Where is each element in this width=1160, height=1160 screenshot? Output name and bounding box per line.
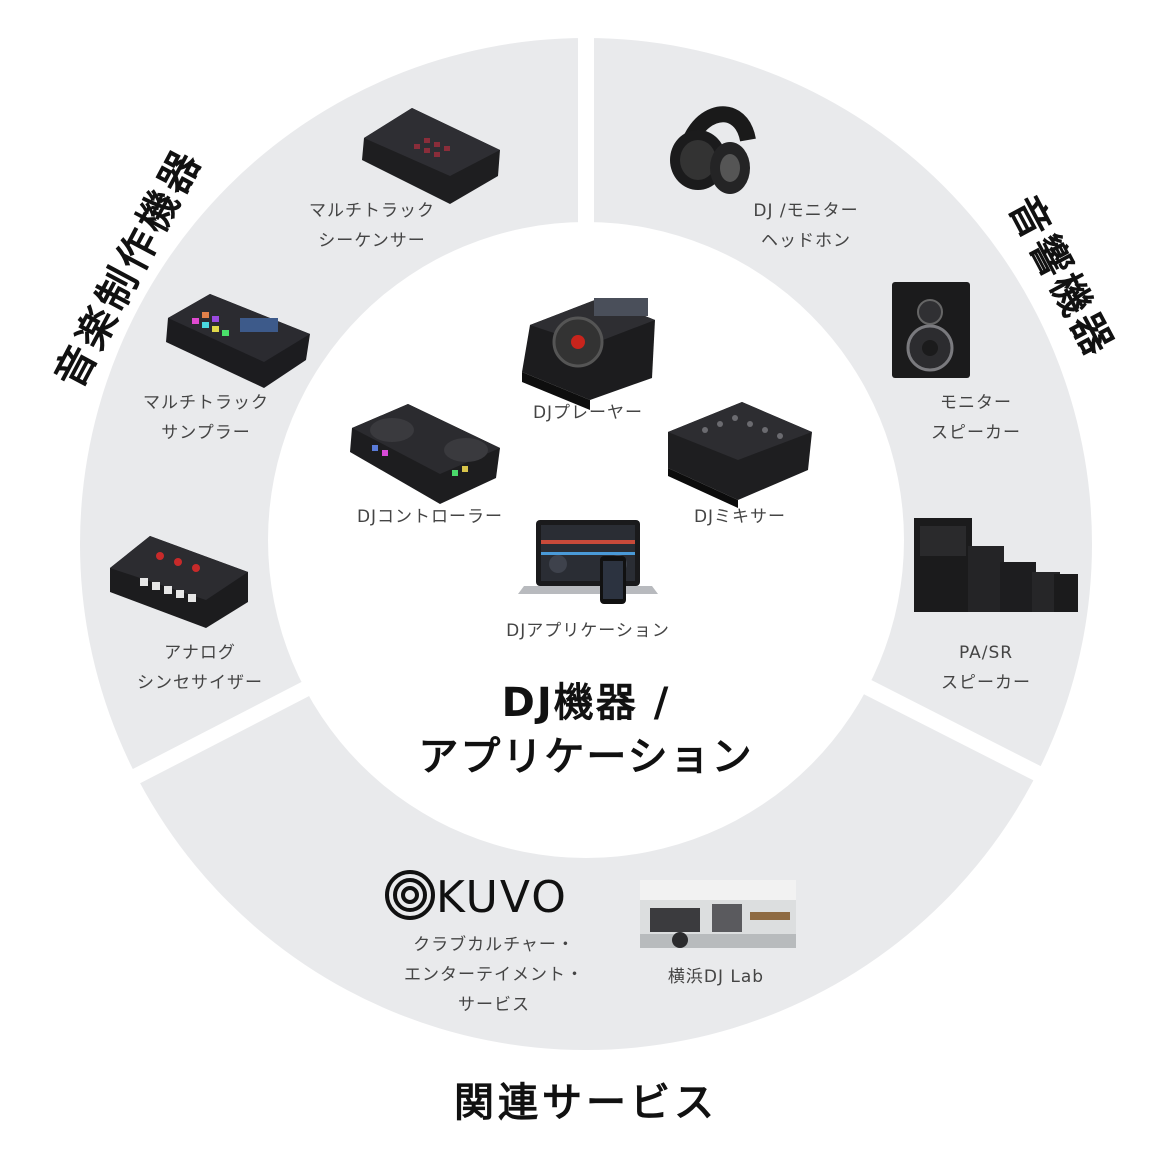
- label-multitrack-sequencer: マルチトラック シーケンサー: [309, 201, 435, 251]
- label-dj-player: DJプレーヤー: [532, 403, 644, 423]
- center-title-line2: アプリケーション: [418, 734, 754, 780]
- label-kuvo-description: クラブカルチャー・ エンターテイメント・ サービス: [404, 935, 584, 1015]
- label-headphones: DJ /モニター ヘッドホン: [753, 201, 859, 251]
- label-dj-mixer: DJミキサー: [693, 507, 787, 527]
- kuvo-logo-text: KUVO: [436, 872, 568, 923]
- label-multitrack-sampler: マルチトラック サンプラー: [143, 393, 269, 443]
- dj-application-image: [518, 520, 658, 604]
- sequencer-image: [362, 108, 500, 204]
- segment-title-services: 関連サービス: [454, 1080, 718, 1126]
- label-dj-application: DJアプリケーション: [506, 621, 670, 641]
- dj-mixer-image: [668, 402, 812, 508]
- label-dj-lab: 横浜DJ Lab: [667, 967, 765, 987]
- dj-player-image: [522, 298, 655, 410]
- label-monitor-speaker: モニター スピーカー: [931, 393, 1021, 443]
- sampler-image: [166, 294, 310, 388]
- label-dj-controller: DJコントローラー: [356, 507, 504, 527]
- center-title-line1: DJ機器 /: [501, 680, 671, 726]
- monitor-speaker-image: [892, 282, 970, 378]
- label-analog-synth: アナログ シンセサイザー: [137, 643, 263, 693]
- headphones-image: [670, 106, 756, 194]
- center-title: DJ機器 / アプリケーション: [418, 676, 753, 784]
- synth-image: [110, 536, 248, 628]
- pa-speaker-image: [914, 518, 1078, 612]
- dj-lab-photo: [640, 880, 796, 948]
- label-pa-speaker: PA/SR スピーカー: [941, 643, 1031, 693]
- kuvo-logo-icon: [385, 870, 435, 920]
- dj-controller-image: [350, 404, 500, 504]
